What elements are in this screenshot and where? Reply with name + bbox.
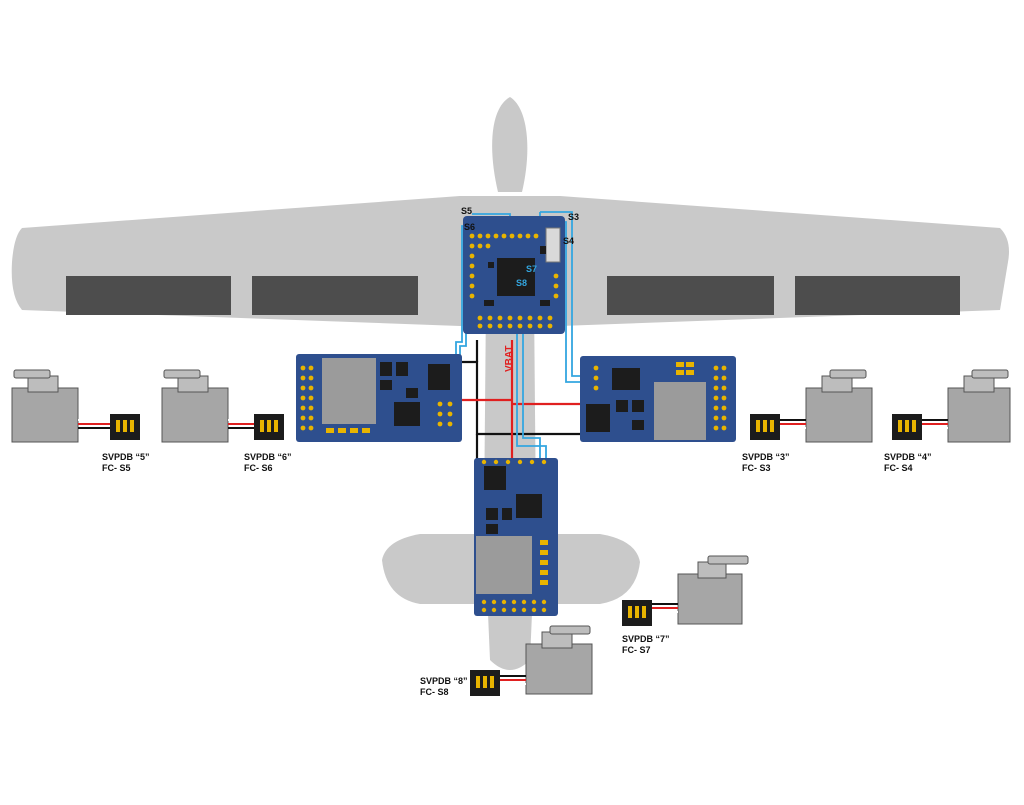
fc-connector: [545, 227, 561, 263]
vbat-label: VBAT: [504, 346, 515, 372]
control-surfaces: [66, 276, 960, 315]
servo-8: [470, 625, 593, 696]
aileron-right-outer: [795, 276, 960, 315]
vertical-stabilizer: [492, 97, 528, 192]
flap-right-inner: [607, 276, 774, 315]
pdb-right-chip: [612, 368, 640, 390]
label-s8: S8: [516, 278, 527, 288]
pdb-board-bottom: [474, 458, 558, 616]
label-s7: S7: [526, 264, 537, 274]
servo-3-label-line2: FC- S3: [742, 463, 771, 473]
servo-5-label-line2: FC- S5: [102, 463, 131, 473]
pdb-board-left: [296, 354, 462, 442]
label-s5: S5: [461, 206, 472, 216]
signal-wire-s7: [522, 262, 541, 466]
servo-6-label-line1: SVPDB “6”: [244, 452, 292, 462]
fc-mcu-chip: [497, 258, 535, 296]
fc-small-components: [484, 246, 550, 306]
pdb-right-shield: [654, 382, 706, 440]
servo-7-label-line1: SVPDB “7”: [622, 634, 670, 644]
fc-pads: [469, 233, 559, 329]
pdb-bottom-components: [486, 508, 512, 534]
servo-3-label-line1: SVPDB “3”: [742, 452, 790, 462]
servo-3: [750, 369, 873, 443]
pdb-right-regulator: [586, 404, 610, 432]
label-s3: S3: [568, 212, 579, 222]
pdb-bottom-pads: [481, 459, 548, 613]
servo-7: [622, 555, 749, 626]
servo-5: [11, 369, 140, 443]
pdb-bottom-chip: [516, 494, 542, 518]
pdb-left-chip: [394, 402, 420, 426]
aileron-left-outer: [66, 276, 231, 315]
pdb-right-components: [616, 400, 644, 430]
pdb-left-pads: [300, 365, 453, 433]
servo-6-label-line2: FC- S6: [244, 463, 273, 473]
servo-7-label-line2: FC- S7: [622, 645, 651, 655]
pdb-left-regulator: [428, 364, 450, 390]
signal-wire-s8: [516, 282, 547, 466]
fc-pin-labels: S5 S6 S3 S4 S7 S8: [461, 206, 579, 288]
pdb-right-pads: [593, 362, 727, 431]
servo-4-label-line2: FC- S4: [884, 463, 913, 473]
label-s4: S4: [563, 236, 574, 246]
servo-8-label-line2: FC- S8: [420, 687, 449, 697]
pdb-board-right: [580, 356, 736, 442]
pdb-bottom-regulator: [484, 466, 506, 490]
servo-5-label-line1: SVPDB “5”: [102, 452, 150, 462]
pdb-left-shield: [322, 358, 376, 424]
servo-8-label-line1: SVPDB “8”: [420, 676, 468, 686]
servo-labels: SVPDB “5” FC- S5 SVPDB “6” FC- S6 SVPDB …: [102, 452, 932, 697]
pdb-left-components: [380, 362, 418, 398]
label-s6: S6: [464, 222, 475, 232]
flight-controller: [463, 216, 565, 334]
pdb-bottom-shield: [476, 536, 532, 594]
servo-4-label-line1: SVPDB “4”: [884, 452, 932, 462]
flap-left-inner: [252, 276, 418, 315]
servo-6: [161, 369, 284, 443]
servo-4: [892, 369, 1011, 443]
signal-wire-s3: [540, 211, 580, 377]
